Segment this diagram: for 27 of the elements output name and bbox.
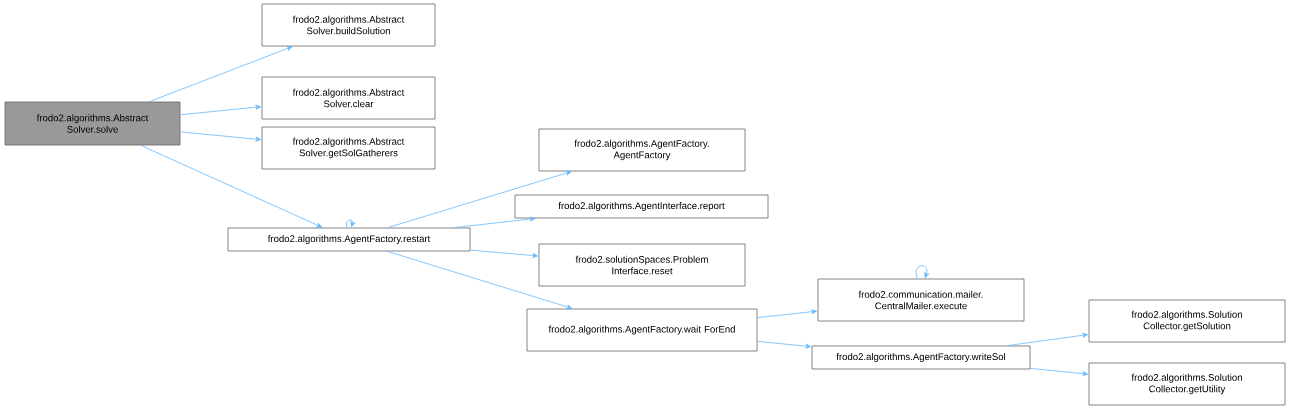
function-box: frodo2.algorithms.Abstract Solver.solve bbox=[4, 101, 181, 146]
function-box: frodo2.algorithms.Abstract Solver.clear bbox=[261, 76, 436, 120]
function-box: frodo2.communication.mailer. CentralMailer.execute bbox=[817, 278, 1025, 322]
function-box: frodo2.solutionSpaces.Problem Interface.reset bbox=[538, 243, 746, 287]
arrow bbox=[454, 216, 536, 228]
arrow bbox=[345, 219, 356, 228]
arrow bbox=[1007, 332, 1088, 346]
arrow bbox=[149, 46, 293, 102]
function-box: frodo2.algorithms.Abstract Solver.getSolGatherers bbox=[261, 126, 436, 170]
function-box: frodo2.algorithms.Solution Collector.getUtility bbox=[1088, 362, 1286, 406]
function-box: frodo2.algorithms.AgentFactory. AgentFactory bbox=[538, 128, 746, 172]
arrow bbox=[180, 131, 261, 142]
arrow bbox=[140, 145, 323, 228]
arrow bbox=[387, 170, 572, 228]
arrow bbox=[387, 251, 573, 310]
arrow bbox=[1030, 368, 1088, 377]
arrow bbox=[757, 309, 817, 318]
function-box: frodo2.algorithms.Abstract Solver.buildSolution bbox=[261, 3, 436, 47]
function-box: frodo2.algorithms.AgentInterface.report bbox=[514, 194, 769, 219]
function-box: frodo2.algorithms.AgentFactory.restart bbox=[227, 227, 471, 252]
arrow bbox=[757, 340, 811, 349]
arrow bbox=[470, 249, 538, 258]
function-box: frodo2.algorithms.Solution Collector.getSolution bbox=[1088, 299, 1286, 343]
arrow bbox=[915, 265, 930, 279]
arrow bbox=[180, 104, 261, 116]
function-box: frodo2.algorithms.AgentFactory.wait ForEnd bbox=[526, 308, 758, 352]
function-box: frodo2.algorithms.AgentFactory.writeSol bbox=[811, 345, 1031, 370]
